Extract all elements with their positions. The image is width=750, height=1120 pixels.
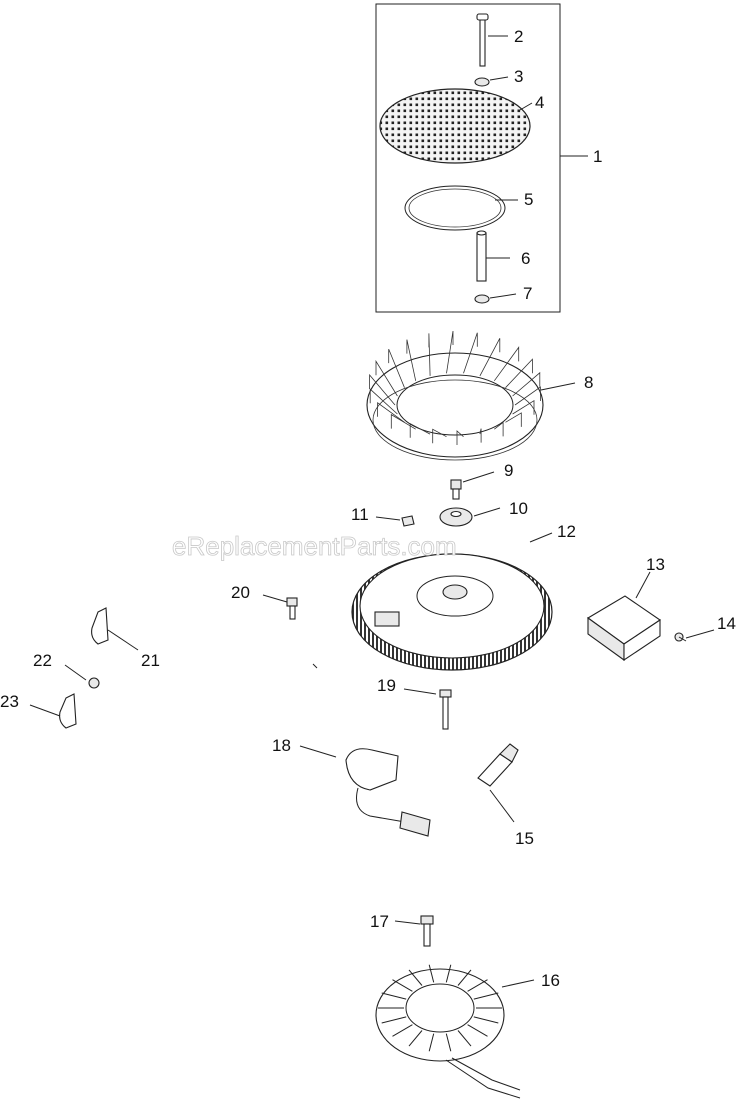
callout-7: 7 [523,284,532,303]
part-4-screen [379,88,531,164]
fan-blade [409,423,431,438]
stator-pole [473,992,499,1000]
callout-11: 11 [351,505,369,524]
callout-1: 1 [593,147,602,166]
part-12-flywheel [351,553,553,671]
callout-17: 17 [370,912,389,931]
stator-pole [445,964,452,983]
fan-blade [463,332,478,374]
callout-21: 21 [141,651,160,670]
part-20-bolt [286,597,298,620]
fan-blade [375,359,398,397]
fan-blade [369,388,398,415]
part-9-bolt [450,479,462,500]
part-13-regulator [586,595,661,662]
callout-2: 2 [514,27,523,46]
part-10-washer [439,507,473,527]
part-16-stator [375,964,521,1099]
fan-blade [494,421,504,437]
callout-6: 6 [521,249,530,268]
callout-19: 19 [377,676,396,695]
stator-pole [381,1016,407,1024]
stator-pole [408,1030,423,1047]
callout-10: 10 [509,499,528,518]
fan-blade [377,402,405,423]
callout-4: 4 [535,93,544,112]
part-11-key [401,515,415,527]
fan-blade [446,330,454,374]
stator-pole [408,969,423,986]
stator-pole [467,1024,488,1037]
part-18-ignition-module [345,748,431,837]
part-15-spark-plug [477,743,519,787]
callout-labels: 2 3 4 1 5 6 7 8 9 10 11 12 13 14 20 21 2… [0,27,736,990]
fan-blade [505,412,522,427]
fan-blade [388,348,405,388]
kit-box [375,3,561,313]
callout-16: 16 [541,971,560,990]
callout-18: 18 [272,736,291,755]
fan-blade [456,430,464,445]
watermark: eReplacementParts.com [172,531,457,561]
callout-8: 8 [584,373,593,392]
callout-22: 22 [33,651,52,670]
stator-pole [445,1033,452,1052]
fan-blade [406,339,417,381]
callout-5: 5 [524,190,533,209]
stator-pole [392,979,413,992]
fan-blade [369,373,396,406]
part-5-gasket [404,185,506,231]
callout-14: 14 [717,614,736,633]
fan-blade [390,413,416,430]
stator-pole [392,1024,413,1037]
stator-pole [428,964,435,983]
callout-9: 9 [504,461,513,480]
fan-blade [493,346,520,382]
stator-pole [457,1030,472,1047]
part-17-bolt [420,915,434,947]
fan-blade [514,386,541,406]
part-22-nut [88,677,100,689]
part-7-washer [474,294,490,304]
stator-pole [381,992,407,1000]
stator-pole [473,1016,499,1024]
fan-blade [479,338,501,377]
part-23-clip [59,693,77,729]
fan-blade [479,428,482,443]
part-3-washer [474,77,490,87]
callout-12: 12 [557,522,576,541]
part-14-screw [674,632,687,642]
part-6-spacer [476,230,487,282]
stator-pole [457,969,472,986]
callout-20: 20 [231,583,250,602]
callout-15: 15 [515,829,534,848]
callout-13: 13 [646,555,665,574]
fan-blade [428,333,431,376]
fan-blade [512,371,541,397]
part-8-fan [366,330,544,461]
callout-3: 3 [514,67,523,86]
part-19-bolt [439,689,452,730]
callout-23: 23 [0,692,19,711]
fan-blade [505,358,533,388]
part-21-clip [91,607,109,645]
stator-pole [467,979,488,992]
fan-blade [512,399,535,415]
leader-lines [29,35,715,988]
stator-pole [428,1033,435,1052]
part-2-bolt [476,13,489,67]
fan-blade [432,428,447,444]
